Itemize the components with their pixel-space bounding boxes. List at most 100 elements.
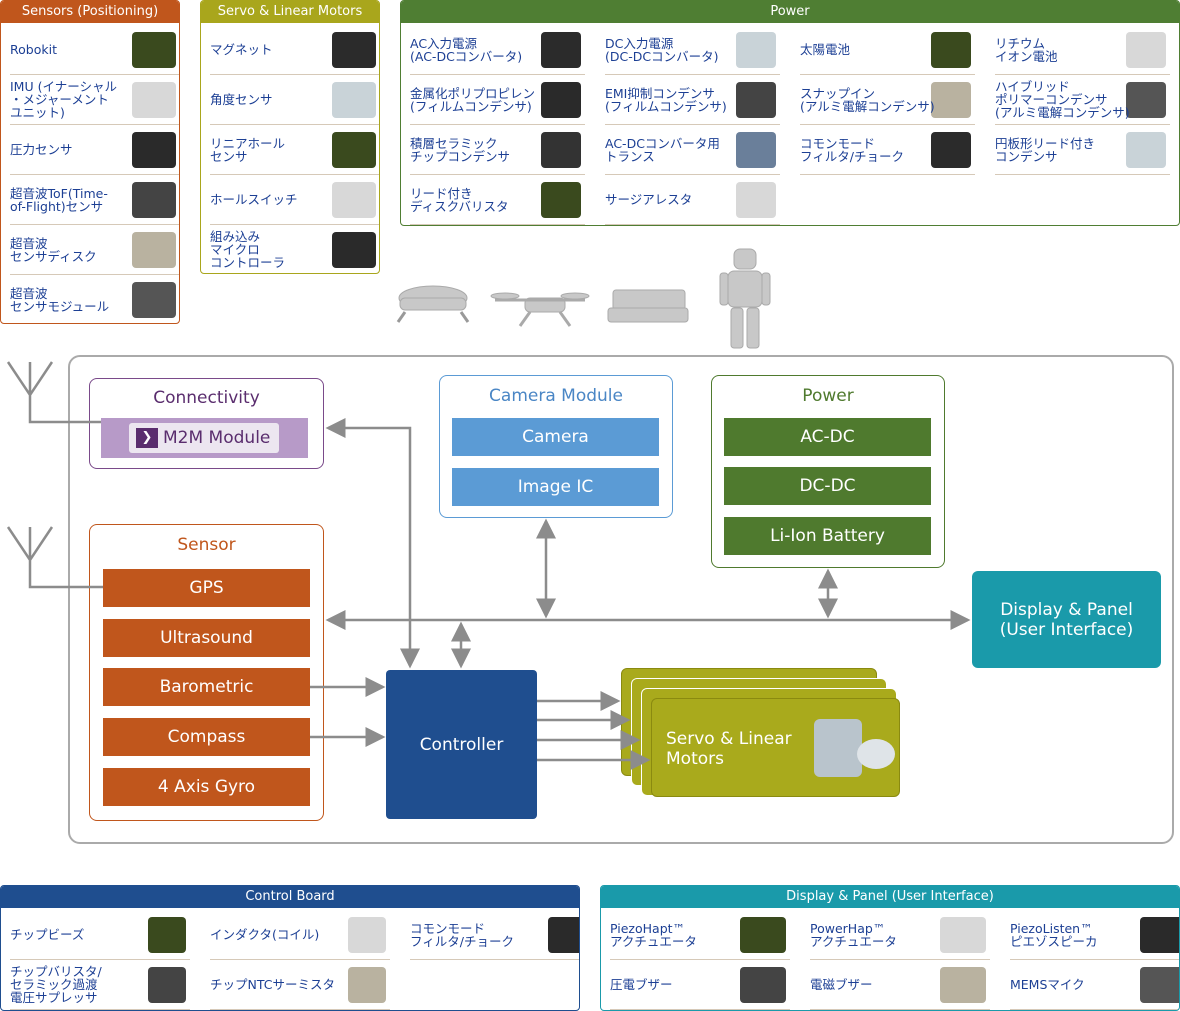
camera-module-box: Camera Module Camera Image IC bbox=[439, 375, 673, 518]
product-label: リチウム イオン電池 bbox=[995, 35, 1058, 64]
product-label: PiezoListen™ ピエゾスピーカ bbox=[1010, 920, 1098, 949]
product-item[interactable]: 超音波ToF(Time- of-Flight)センサ bbox=[10, 175, 179, 225]
m2m-module-button[interactable]: ❯ M2M Module bbox=[129, 423, 279, 453]
product-label: コモンモード フィルタ/チョーク bbox=[410, 920, 514, 949]
product-item[interactable]: AC-DCコンバータ用 トランス bbox=[605, 125, 780, 175]
display-ui-title: Display & Panel (User Interface) bbox=[601, 886, 1179, 908]
product-thumbnail-icon bbox=[1126, 82, 1166, 118]
product-thumbnail-icon bbox=[132, 232, 176, 268]
controller-block: Controller bbox=[386, 670, 537, 819]
product-item[interactable]: IMU (イナーシャル ・メジャーメント ユニット) bbox=[10, 75, 179, 125]
product-item[interactable]: サージアレスタ bbox=[605, 175, 780, 225]
product-thumbnail-icon bbox=[931, 82, 971, 118]
product-thumbnail-icon bbox=[740, 917, 786, 953]
product-label: IMU (イナーシャル ・メジャーメント ユニット) bbox=[10, 79, 117, 120]
product-item[interactable]: MEMSマイク bbox=[1010, 960, 1179, 1010]
product-thumbnail-icon bbox=[132, 182, 176, 218]
product-label: リード付き ディスクバリスタ bbox=[410, 185, 509, 214]
product-item[interactable]: AC入力電源 (AC-DCコンバータ) bbox=[410, 25, 585, 75]
product-item[interactable]: ハイブリッド ポリマーコンデンサ (アルミ電解コンデンサ) bbox=[995, 75, 1170, 125]
product-item[interactable]: チップNTCサーミスタ bbox=[210, 960, 390, 1010]
product-item[interactable]: 角度センサ bbox=[210, 75, 379, 125]
product-thumbnail-icon bbox=[548, 917, 579, 953]
product-label: 太陽電池 bbox=[800, 42, 851, 57]
control-board-title: Control Board bbox=[1, 886, 579, 908]
product-item[interactable]: 電磁ブザー bbox=[810, 960, 990, 1010]
product-label: 積層セラミック チップコンデンサ bbox=[410, 135, 511, 164]
product-item[interactable]: 圧力センサ bbox=[10, 125, 179, 175]
product-thumbnail-icon bbox=[541, 32, 581, 68]
product-item[interactable]: コモンモード フィルタ/チョーク bbox=[410, 910, 579, 960]
product-item[interactable]: 組み込み マイクロ コントローラ bbox=[210, 225, 379, 273]
product-thumbnail-icon bbox=[332, 232, 376, 268]
gyro-bar: 4 Axis Gyro bbox=[103, 768, 310, 806]
sensor-box: Sensor GPS Ultrasound Barometric Compass… bbox=[89, 524, 324, 821]
product-thumbnail-icon bbox=[332, 182, 376, 218]
product-item[interactable]: リチウム イオン電池 bbox=[995, 25, 1170, 75]
product-label: ホールスイッチ bbox=[210, 192, 298, 207]
product-label: Robokit bbox=[10, 42, 57, 57]
product-thumbnail-icon bbox=[332, 32, 376, 68]
product-item[interactable]: マグネット bbox=[210, 25, 379, 75]
product-thumbnail-icon bbox=[940, 917, 986, 953]
power-panel-title: Power bbox=[401, 1, 1179, 23]
product-label: チップNTCサーミスタ bbox=[210, 977, 335, 992]
product-item[interactable]: 超音波 センサディスク bbox=[10, 225, 179, 275]
drone-icon bbox=[490, 292, 590, 327]
product-item[interactable]: リード付き ディスクバリスタ bbox=[410, 175, 585, 225]
product-label: 角度センサ bbox=[210, 92, 273, 107]
camera-module-title: Camera Module bbox=[489, 386, 623, 406]
product-label: 超音波 センサディスク bbox=[10, 235, 97, 264]
product-thumbnail-icon bbox=[1140, 967, 1179, 1003]
product-label: 圧電ブザー bbox=[610, 977, 673, 992]
product-item[interactable]: コモンモード フィルタ/チョーク bbox=[800, 125, 975, 175]
product-item[interactable]: EMI抑制コンデンサ (フィルムコンデンサ) bbox=[605, 75, 780, 125]
product-item[interactable]: Robokit bbox=[10, 25, 179, 75]
product-item[interactable]: 金属化ポリプロピレン (フィルムコンデンサ) bbox=[410, 75, 585, 125]
product-item[interactable]: 積層セラミック チップコンデンサ bbox=[410, 125, 585, 175]
product-item[interactable]: PowerHap™ アクチュエータ bbox=[810, 910, 990, 960]
product-thumbnail-icon bbox=[132, 32, 176, 68]
product-item[interactable]: 円板形リード付き コンデンサ bbox=[995, 125, 1170, 175]
product-item[interactable]: ホールスイッチ bbox=[210, 175, 379, 225]
product-item[interactable]: リニアホール センサ bbox=[210, 125, 379, 175]
product-thumbnail-icon bbox=[931, 132, 971, 168]
product-label: インダクタ(コイル) bbox=[210, 927, 320, 942]
product-label: 圧力センサ bbox=[10, 142, 73, 157]
product-thumbnail-icon bbox=[132, 82, 176, 118]
m2m-module-bar: ❯ M2M Module bbox=[101, 418, 308, 458]
product-thumbnail-icon bbox=[148, 967, 186, 1003]
product-label: コモンモード フィルタ/チョーク bbox=[800, 135, 904, 164]
product-label: PiezoHapt™ アクチュエータ bbox=[610, 920, 697, 949]
product-thumbnail-icon bbox=[132, 282, 176, 318]
product-item[interactable]: 圧電ブザー bbox=[610, 960, 790, 1010]
ac-dc-bar: AC-DC bbox=[724, 418, 931, 456]
dc-dc-bar: DC-DC bbox=[724, 467, 931, 505]
product-item[interactable]: チップビーズ bbox=[10, 910, 190, 960]
product-item[interactable]: スナップイン (アルミ電解コンデンサ) bbox=[800, 75, 975, 125]
product-label: リニアホール センサ bbox=[210, 135, 286, 164]
product-item[interactable]: PiezoHapt™ アクチュエータ bbox=[610, 910, 790, 960]
display-ui-panel: Display & Panel (User Interface) PiezoHa… bbox=[600, 885, 1180, 1011]
product-thumbnail-icon bbox=[132, 132, 176, 168]
product-item[interactable]: チップバリスタ/ セラミック過渡 電圧サプレッサ bbox=[10, 960, 190, 1010]
product-label: MEMSマイク bbox=[1010, 977, 1085, 992]
product-label: 組み込み マイクロ コントローラ bbox=[210, 229, 286, 270]
product-thumbnail-icon bbox=[931, 32, 971, 68]
display-panel-label: Display & Panel (User Interface) bbox=[999, 599, 1134, 640]
product-label: PowerHap™ アクチュエータ bbox=[810, 920, 897, 949]
product-thumbnail-icon bbox=[541, 132, 581, 168]
compass-bar: Compass bbox=[103, 718, 310, 756]
product-thumbnail-icon bbox=[736, 32, 776, 68]
product-item[interactable]: 太陽電池 bbox=[800, 25, 975, 75]
product-item[interactable]: インダクタ(コイル) bbox=[210, 910, 390, 960]
product-label: サージアレスタ bbox=[605, 192, 693, 207]
humanoid-robot-icon bbox=[719, 248, 771, 349]
barometric-bar: Barometric bbox=[103, 668, 310, 706]
product-item[interactable]: DC入力電源 (DC-DCコンバータ) bbox=[605, 25, 780, 75]
chevron-right-icon: ❯ bbox=[136, 428, 158, 448]
product-item[interactable]: PiezoListen™ ピエゾスピーカ bbox=[1010, 910, 1179, 960]
product-thumbnail-icon bbox=[348, 967, 386, 1003]
product-label: 電磁ブザー bbox=[810, 977, 873, 992]
product-item[interactable]: 超音波 センサモジュール bbox=[10, 275, 179, 323]
